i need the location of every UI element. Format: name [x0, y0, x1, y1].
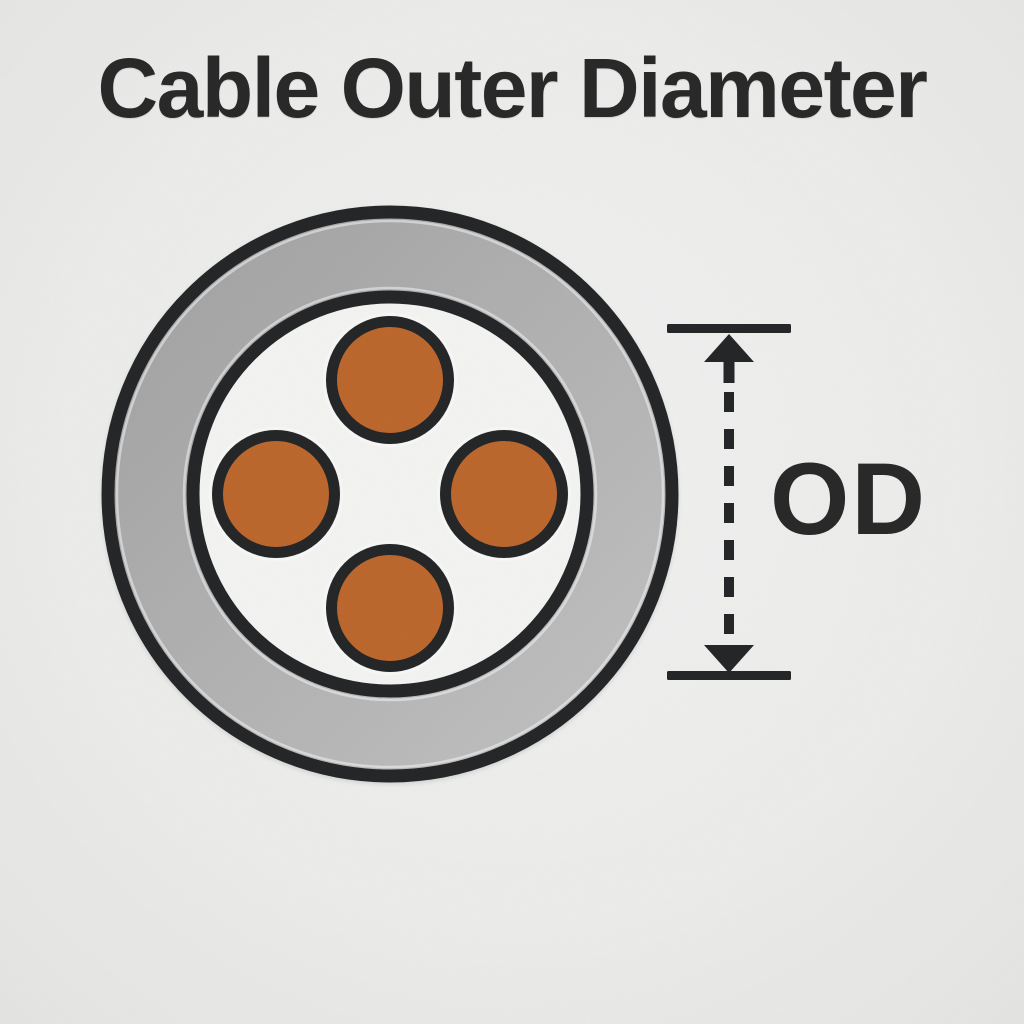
- conductor-right: [440, 430, 568, 558]
- conductor-left-highlight: [208, 426, 344, 562]
- conductor-left: [212, 430, 340, 558]
- filler-outer-highlight: [182, 286, 598, 702]
- diagram-title: Cable Outer Diameter: [97, 41, 928, 135]
- conductor-top-highlight: [322, 312, 458, 448]
- dimension-arrow-up-stem: [723, 356, 735, 383]
- conductor-top: [326, 316, 454, 444]
- conductor-bottom-highlight: [322, 540, 458, 676]
- conductor-right-highlight: [436, 426, 572, 562]
- cable-cross-section: [101, 205, 679, 783]
- dimension-arrow-down-icon: [704, 645, 754, 673]
- od-dimension-line: OD: [667, 324, 927, 680]
- cable-inner-filler: [186, 290, 594, 698]
- od-label: OD: [770, 442, 927, 556]
- dimension-cap-bottom: [667, 671, 791, 680]
- dimension-cap-top: [667, 324, 791, 333]
- dimension-arrow-up-icon: [704, 334, 754, 362]
- jacket-inner-highlight: [115, 219, 665, 769]
- conductor-bottom: [326, 544, 454, 672]
